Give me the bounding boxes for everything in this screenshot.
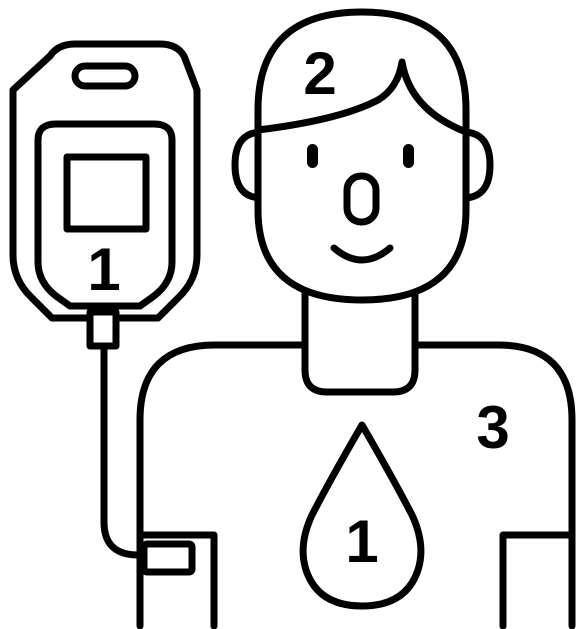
neck bbox=[305, 290, 415, 392]
body-label: 3 bbox=[476, 394, 509, 461]
arm-cannula bbox=[144, 544, 192, 572]
drop-label: 1 bbox=[345, 508, 378, 575]
iv-bag-label-window bbox=[67, 157, 146, 229]
left-eye bbox=[307, 144, 318, 168]
head-label: 2 bbox=[303, 40, 336, 107]
right-sleeve bbox=[503, 535, 572, 626]
bag-label: 1 bbox=[87, 236, 120, 303]
right-eye bbox=[403, 144, 414, 168]
iv-bag-port bbox=[90, 312, 116, 346]
